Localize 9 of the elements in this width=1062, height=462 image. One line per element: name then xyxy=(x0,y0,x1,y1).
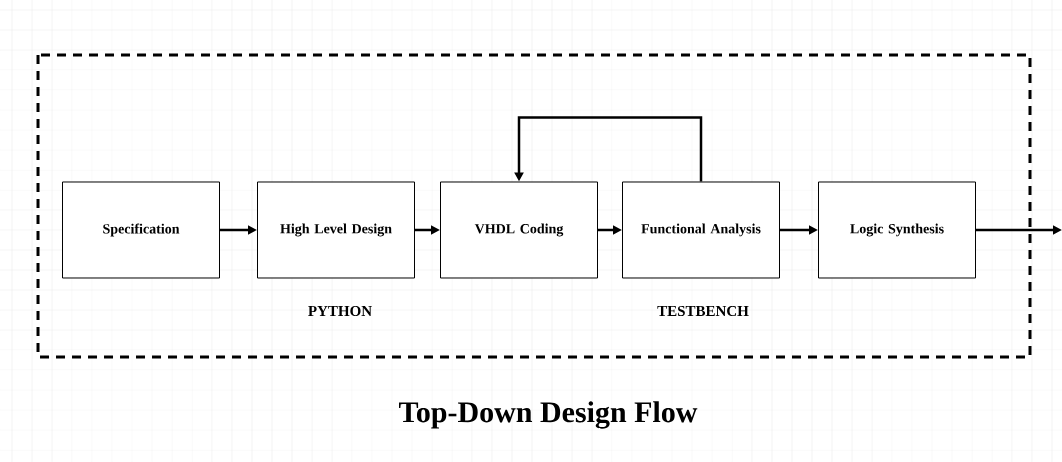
process-box: High Level Design xyxy=(257,181,415,279)
annotation-label: TESTBENCH xyxy=(657,305,749,317)
process-box: Specification xyxy=(62,181,220,279)
annotation-label: PYTHON xyxy=(308,305,372,317)
title: Top-Down Design Flow xyxy=(399,401,698,429)
process-box: Logic Synthesis xyxy=(818,181,976,279)
arrow xyxy=(514,116,703,182)
process-box: VHDL Coding xyxy=(440,181,598,279)
process-box: Functional Analysis xyxy=(622,181,780,279)
